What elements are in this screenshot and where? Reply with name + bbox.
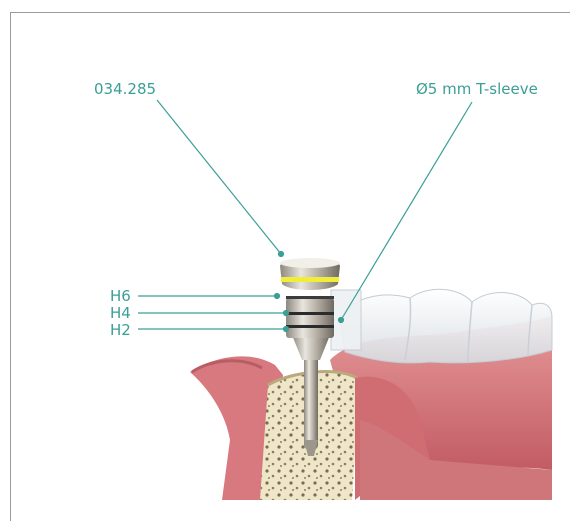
depth-ring-h2 [286, 325, 334, 328]
drill-depth-body [286, 298, 334, 338]
depth-label-h6: H6 [110, 288, 131, 304]
depth-ring-h6 [286, 296, 334, 299]
depth-label-h2: H2 [110, 322, 131, 338]
yellow-ring [281, 277, 339, 282]
teeth [340, 289, 552, 363]
t-sleeve [331, 290, 361, 350]
part-number-label: 034.285 [94, 81, 156, 97]
depth-ring-h4 [286, 312, 334, 315]
depth-label-h4: H4 [110, 305, 131, 321]
drill-shaft [304, 355, 318, 450]
leader-sleeve [341, 102, 472, 320]
sleeve-label: Ø5 mm T-sleeve [416, 81, 538, 97]
leader-part-number [157, 100, 281, 254]
drill-taper [292, 335, 330, 360]
